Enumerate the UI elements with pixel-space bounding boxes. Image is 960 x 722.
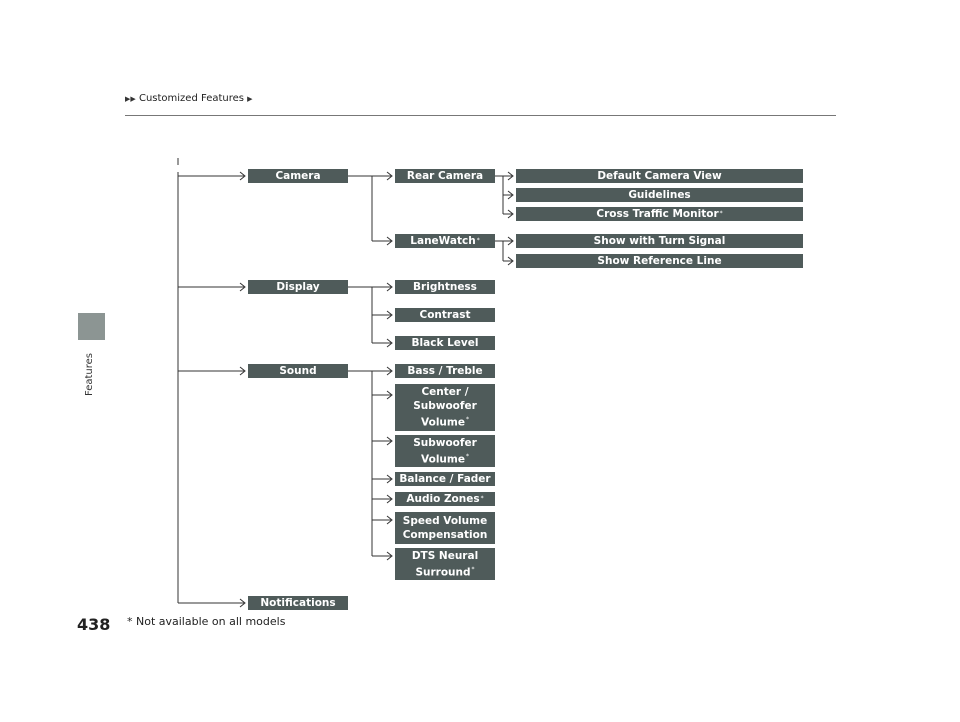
notifications-node[interactable]: Notifications (248, 596, 348, 610)
center-subwoofer-volume-node[interactable]: Center / Subwoofer Volume* (395, 384, 495, 431)
guidelines-node[interactable]: Guidelines (516, 188, 803, 202)
dts-neural-surround-node[interactable]: DTS Neural Surround* (395, 548, 495, 580)
display-label: Display (276, 281, 320, 293)
dts-line1: DTS Neural (411, 549, 479, 562)
center-subwoofer-line3: Volume* (421, 413, 469, 430)
bass-treble-node[interactable]: Bass / Treble (395, 364, 495, 378)
subwoofer-line2-text: Volume (421, 453, 465, 466)
footnote-mark: * (471, 565, 475, 573)
camera-label: Camera (275, 170, 321, 182)
breadcrumb-title[interactable]: Customized Features (138, 93, 244, 104)
center-subwoofer-line2: Subwoofer (413, 400, 477, 413)
speed-volume-line1: Speed Volume (402, 515, 488, 527)
footnote-mark: * (480, 495, 484, 502)
cross-traffic-monitor-node[interactable]: Cross Traffic Monitor* (516, 207, 803, 221)
subwoofer-line1: Subwoofer (413, 436, 477, 449)
show-reference-line-label: Show Reference Line (597, 255, 722, 267)
subwoofer-volume-node[interactable]: Subwoofer Volume* (395, 435, 495, 467)
brightness-node[interactable]: Brightness (395, 280, 495, 294)
footnote: * Not available on all models (127, 615, 286, 628)
page-number: 438 (77, 615, 111, 634)
breadcrumb: ▶▶ Customized Features ▶ (125, 93, 253, 104)
contrast-node[interactable]: Contrast (395, 308, 495, 322)
black-level-label: Black Level (411, 337, 479, 349)
show-with-turn-signal-label: Show with Turn Signal (593, 235, 726, 247)
dts-line2: Surround* (415, 563, 474, 580)
default-camera-view-node[interactable]: Default Camera View (516, 169, 803, 183)
header-rule (125, 115, 836, 116)
footnote-mark: * (719, 210, 723, 217)
black-level-node[interactable]: Black Level (395, 336, 495, 350)
footnote-mark: * (465, 452, 469, 460)
rear-camera-node[interactable]: Rear Camera (395, 169, 495, 183)
default-camera-view-label: Default Camera View (597, 170, 722, 182)
speed-volume-compensation-node[interactable]: Speed Volume Compensation (395, 512, 495, 544)
audio-zones-node[interactable]: Audio Zones* (395, 492, 495, 506)
footnote-mark: * (476, 237, 480, 244)
contrast-label: Contrast (419, 309, 471, 321)
rear-camera-label: Rear Camera (406, 170, 484, 182)
speed-volume-line2: Compensation (402, 529, 488, 541)
sound-node[interactable]: Sound (248, 364, 348, 378)
lanewatch-label: LaneWatch (410, 235, 476, 247)
show-reference-line-node[interactable]: Show Reference Line (516, 254, 803, 268)
show-with-turn-signal-node[interactable]: Show with Turn Signal (516, 234, 803, 248)
bass-treble-label: Bass / Treble (407, 365, 483, 377)
section-tab-marker (78, 313, 105, 340)
balance-fader-node[interactable]: Balance / Fader (395, 472, 495, 486)
audio-zones-label: Audio Zones (406, 493, 480, 505)
subwoofer-line2: Volume* (421, 450, 469, 467)
notifications-label: Notifications (260, 597, 336, 609)
arrow-icon: ▶ (247, 95, 253, 103)
balance-fader-label: Balance / Fader (399, 473, 491, 485)
display-node[interactable]: Display (248, 280, 348, 294)
lanewatch-node[interactable]: LaneWatch* (395, 234, 495, 248)
center-subwoofer-line1: Center / (421, 386, 469, 399)
camera-node[interactable]: Camera (248, 169, 348, 183)
brightness-label: Brightness (413, 281, 477, 293)
cross-traffic-monitor-label: Cross Traffic Monitor (596, 208, 719, 220)
dts-line2-text: Surround (415, 566, 471, 579)
guidelines-label: Guidelines (628, 189, 691, 201)
sound-label: Sound (279, 365, 317, 377)
footnote-mark: * (465, 416, 469, 424)
double-arrow-icon: ▶▶ (125, 95, 136, 103)
center-subwoofer-line3-text: Volume (421, 416, 465, 429)
